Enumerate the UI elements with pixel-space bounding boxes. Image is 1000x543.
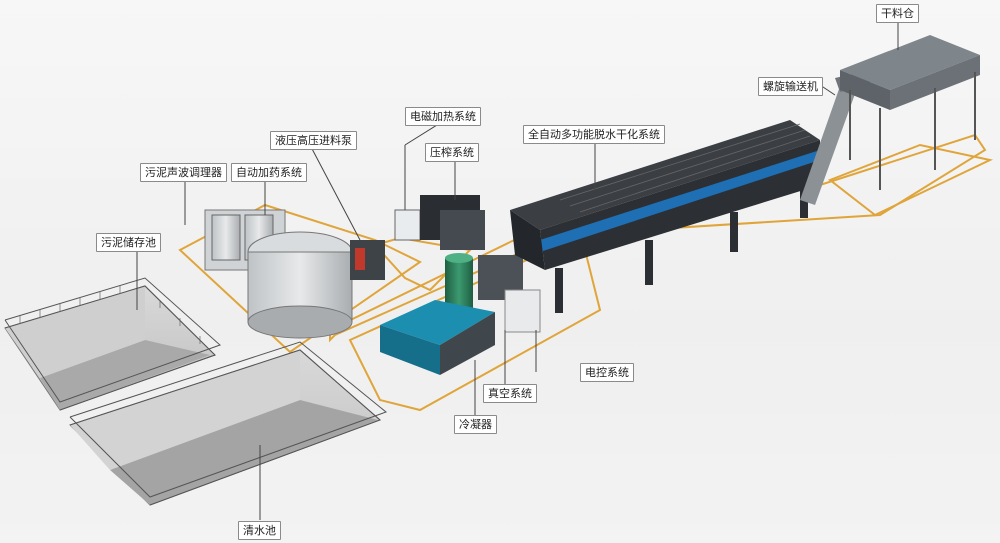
label-main-system: 全自动多功能脱水干化系统	[523, 125, 665, 144]
label-screw-conveyor: 螺旋输送机	[758, 77, 823, 96]
label-condenser: 冷凝器	[454, 415, 497, 434]
label-electric-control: 电控系统	[580, 363, 634, 382]
label-clear-pool: 清水池	[238, 521, 281, 540]
label-vacuum: 真空系统	[483, 384, 537, 403]
dosing-equipment	[204, 209, 385, 339]
sludge-storage-pool	[4, 277, 221, 411]
label-dry-bin: 干料仓	[876, 4, 919, 23]
condenser-vacuum-equipment	[380, 253, 541, 375]
label-hydraulic-pump: 液压高压进料泵	[270, 131, 357, 150]
label-em-heating: 电磁加热系统	[405, 107, 481, 126]
label-auto-dosing: 自动加药系统	[231, 163, 307, 182]
outline-dry-bin-area	[827, 143, 994, 217]
label-press: 压榨系统	[425, 143, 479, 162]
label-sonic-conditioner: 污泥声波调理器	[140, 163, 227, 182]
dry-bin-machine	[840, 35, 980, 190]
main-dewatering-machine	[510, 120, 820, 313]
clear-water-pool	[69, 341, 388, 506]
heating-press-equipment	[394, 195, 485, 250]
label-sludge-tank: 污泥储存池	[96, 233, 161, 252]
